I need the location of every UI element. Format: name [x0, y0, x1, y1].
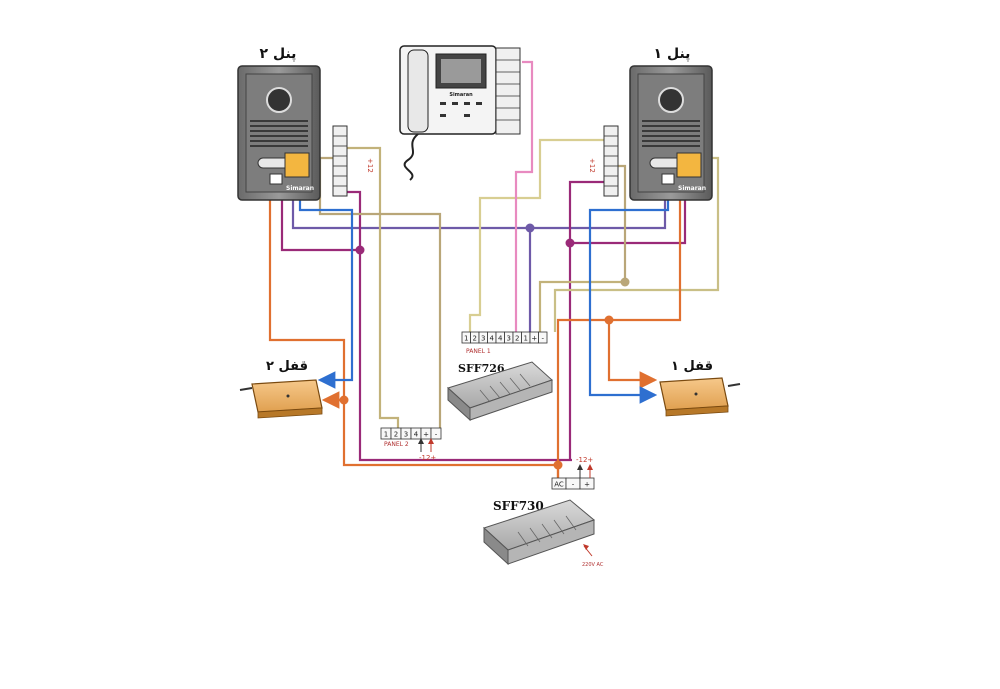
- panel-2-terminal-strip: +12: [332, 125, 374, 197]
- wire-olive-4: [538, 280, 625, 332]
- wire-purple-left: [346, 190, 572, 462]
- panel-1-block-terminal-label: 3: [507, 335, 511, 343]
- wire-pink: [514, 60, 534, 332]
- sff730-terminal-block: AC- +: [551, 477, 595, 490]
- junction-dot: [604, 315, 614, 325]
- wire-orange-right: [556, 182, 682, 478]
- lock-1-device: قفل ۱: [659, 359, 741, 417]
- panel-2-block-terminal-cell: [430, 427, 442, 440]
- junction-dot: [355, 245, 365, 255]
- panel-1-device: پنل ۱ Simaran: [629, 46, 713, 201]
- panel-2-power-arrows: -12+: [418, 438, 436, 462]
- sff730-block-terminal-label: -: [572, 481, 575, 489]
- panel-1-block-terminal-label: 1: [524, 335, 528, 343]
- panel-1-block-terminal-label: 2: [515, 335, 519, 343]
- junction-dot: [339, 395, 349, 405]
- panel-1-block-terminal-cell: [538, 331, 548, 344]
- sff730-v12-label: -12+: [576, 456, 593, 464]
- panel-2-block-terminal-label: -: [435, 431, 438, 439]
- wire-olive-1: [346, 146, 400, 428]
- panel-1-brand: Simaran: [678, 185, 706, 192]
- panel-2-block-label: PANEL 2: [384, 441, 409, 448]
- panel-1-block-label: PANEL 1: [466, 348, 491, 355]
- junction-dot: [553, 460, 563, 470]
- lock-2-title: قفل ۲: [266, 359, 308, 374]
- junctions: [339, 223, 630, 470]
- panel-2-block-terminal-label: 1: [384, 431, 388, 439]
- panel-2-block-terminal-label: 4: [414, 431, 419, 439]
- panel-1-block-terminal-label: 4: [490, 335, 495, 343]
- wire-purple-right2: [570, 188, 687, 245]
- wire-khaki-2: [553, 156, 720, 332]
- lock-1-title: قفل ۱: [671, 359, 713, 374]
- sff726-device: SFF726: [447, 361, 553, 422]
- panel-2-device: پنل ۲ Simaran: [237, 46, 321, 201]
- panel-1-block-terminal-label: +: [531, 335, 537, 343]
- panel-1-block-terminal-label: -: [541, 335, 544, 343]
- indoor-monitor: Simaran: [399, 45, 521, 181]
- panel-2-block-terminal-label: +: [423, 431, 429, 439]
- sff730-device: SFF730 220V AC: [483, 499, 604, 568]
- panel-1-block-terminal-label: 2: [473, 335, 477, 343]
- panel-1-plus12: +12: [588, 158, 596, 173]
- sff726-label: SFF726: [458, 362, 505, 375]
- panel-1-terminal-strip: +12: [588, 125, 619, 197]
- panel-1-title: پنل ۱: [654, 46, 691, 62]
- junction-dot: [565, 238, 575, 248]
- wire-blue-right: [588, 190, 670, 404]
- wire-khaki-1: [468, 138, 606, 332]
- wire-purple-right: [568, 180, 605, 460]
- sff730-label: SFF730: [493, 499, 544, 513]
- wire-orange-lock1: [607, 320, 658, 389]
- junction-dot: [620, 277, 630, 287]
- ac-input-label: 220V AC: [582, 562, 604, 568]
- sff730-block-terminal-label: AC: [554, 481, 564, 489]
- junction-dot: [525, 223, 535, 233]
- panel-2-plus12: +12: [366, 158, 374, 173]
- panel-2-block-terminal-label: 3: [404, 431, 408, 439]
- panel-2-v12-label: -12+: [419, 454, 436, 462]
- wire-olive-2: [318, 156, 442, 428]
- lock-2-device: قفل ۲: [239, 359, 323, 419]
- sff730-block-terminal-cell: [579, 477, 595, 490]
- panel-2-block-terminal-label: 2: [394, 431, 398, 439]
- sff730-power-arrows: -12+: [576, 456, 593, 478]
- monitor-brand: Simaran: [449, 92, 473, 98]
- panel-2-brand: Simaran: [286, 185, 314, 192]
- panel-1-block-terminal-label: 3: [481, 335, 485, 343]
- wire-purple-panel2: [280, 182, 360, 252]
- panel-1-block-terminal-label: 4: [498, 335, 503, 343]
- sff730-block-terminal-label: +: [584, 481, 590, 489]
- panel-2-title: پنل ۲: [260, 46, 297, 62]
- panel-1-block-terminal-label: 1: [464, 335, 468, 343]
